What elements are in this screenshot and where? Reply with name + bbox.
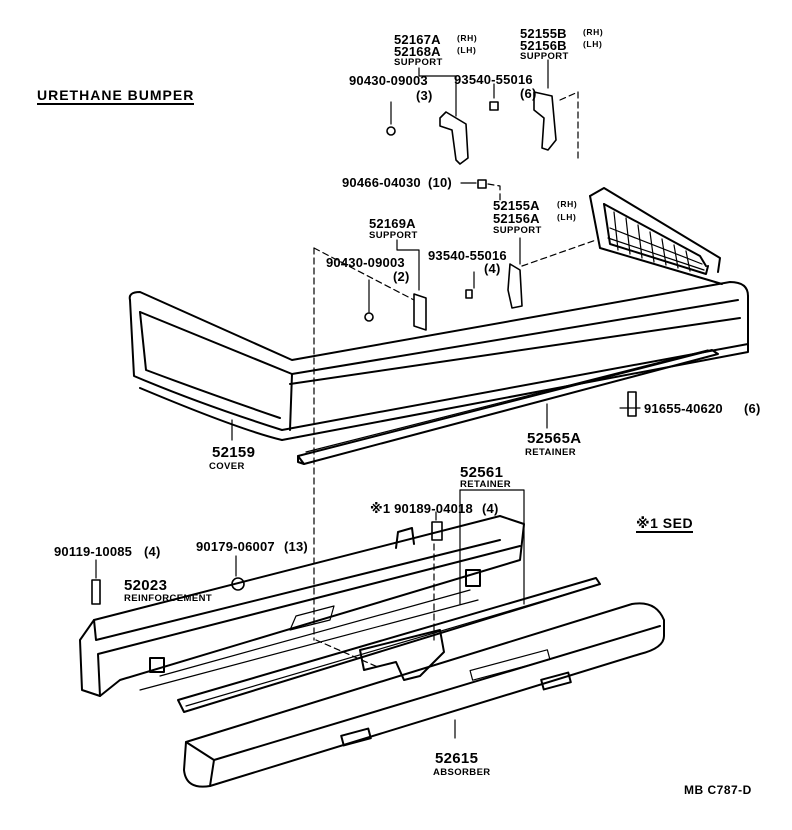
part-91655-40620-qty: (6) xyxy=(744,401,761,416)
part-52156a-number: 52156A xyxy=(493,211,540,226)
part-52169a-number: 52169A xyxy=(369,216,416,231)
part-52168a-side: (LH) xyxy=(457,45,477,55)
part-93540-55016-b-number: 93540-55016 xyxy=(428,248,507,263)
part-52159-name: COVER xyxy=(209,461,245,472)
part-52155b-name: SUPPORT xyxy=(520,51,569,62)
part-93540-55016-number: 93540-55016 xyxy=(454,72,533,87)
part-52156b-number: 52156B xyxy=(520,38,567,53)
part-52167a-name: SUPPORT xyxy=(394,57,443,68)
part-52615-name: ABSORBER xyxy=(433,767,491,778)
part-93540-55016-b-qty: (4) xyxy=(484,261,501,276)
part-52561-number: 52561 xyxy=(460,464,504,481)
part-52565a-number: 52565A xyxy=(527,430,582,447)
part-90119-10085-number: 90119-10085 xyxy=(54,544,133,559)
support-brackets-drawing xyxy=(91,91,637,605)
part-52615-number: 52615 xyxy=(435,750,479,767)
bumper-cover-drawing xyxy=(128,187,749,441)
part-90189-04018-number: ※1 90189-04018 xyxy=(370,501,473,516)
part-93540-55016-qty: (6) xyxy=(520,86,537,101)
assembly-dashed-lines xyxy=(313,91,597,669)
part-52155a-side: (RH) xyxy=(557,199,578,209)
part-52167a-number: 52167A xyxy=(394,32,441,47)
part-52023-number: 52023 xyxy=(124,577,168,594)
reinforcement-drawing xyxy=(79,515,525,697)
sedan-note: ※1 SED xyxy=(636,515,694,533)
retainer-strip-drawing xyxy=(297,349,719,465)
part-90179-06007-qty: (13) xyxy=(284,539,308,554)
part-52565a-name: RETAINER xyxy=(525,447,577,458)
diagram-title: URETHANE BUMPER xyxy=(37,87,195,105)
leader-lines xyxy=(95,59,641,739)
part-52155b-side: (RH) xyxy=(583,27,604,37)
part-52155a-number: 52155A xyxy=(493,198,540,213)
part-52156a-side: (LH) xyxy=(557,212,577,222)
part-90466-04030-qty: (10) xyxy=(428,175,452,190)
part-90189-04018-qty: (4) xyxy=(482,501,499,516)
part-52155a-name: SUPPORT xyxy=(493,225,542,236)
part-90430-09003-number: 90430-09003 xyxy=(349,73,428,88)
part-52023-name: REINFORCEMENT xyxy=(124,593,213,604)
part-90466-04030-number: 90466-04030 xyxy=(342,175,421,190)
part-90179-06007-number: 90179-06007 xyxy=(196,539,275,554)
part-52156b-side: (LH) xyxy=(583,39,603,49)
absorber-drawing xyxy=(183,602,665,788)
drawing-code: MB C787-D xyxy=(684,783,752,797)
part-90119-10085-qty: (4) xyxy=(144,544,161,559)
part-91655-40620-number: 91655-40620 xyxy=(644,401,723,416)
part-90430-09003-b-qty: (2) xyxy=(393,269,410,284)
part-52167a-side: (RH) xyxy=(457,33,478,43)
part-52169a-name: SUPPORT xyxy=(369,230,418,241)
part-52168a-number: 52168A xyxy=(394,44,441,59)
part-90430-09003-qty: (3) xyxy=(416,88,433,103)
part-52155b-number: 52155B xyxy=(520,26,567,41)
part-90430-09003-b-number: 90430-09003 xyxy=(326,255,405,270)
lower-retainer-drawing xyxy=(177,577,601,713)
part-52561-name: RETAINER xyxy=(460,479,512,490)
part-52159-number: 52159 xyxy=(212,444,256,461)
